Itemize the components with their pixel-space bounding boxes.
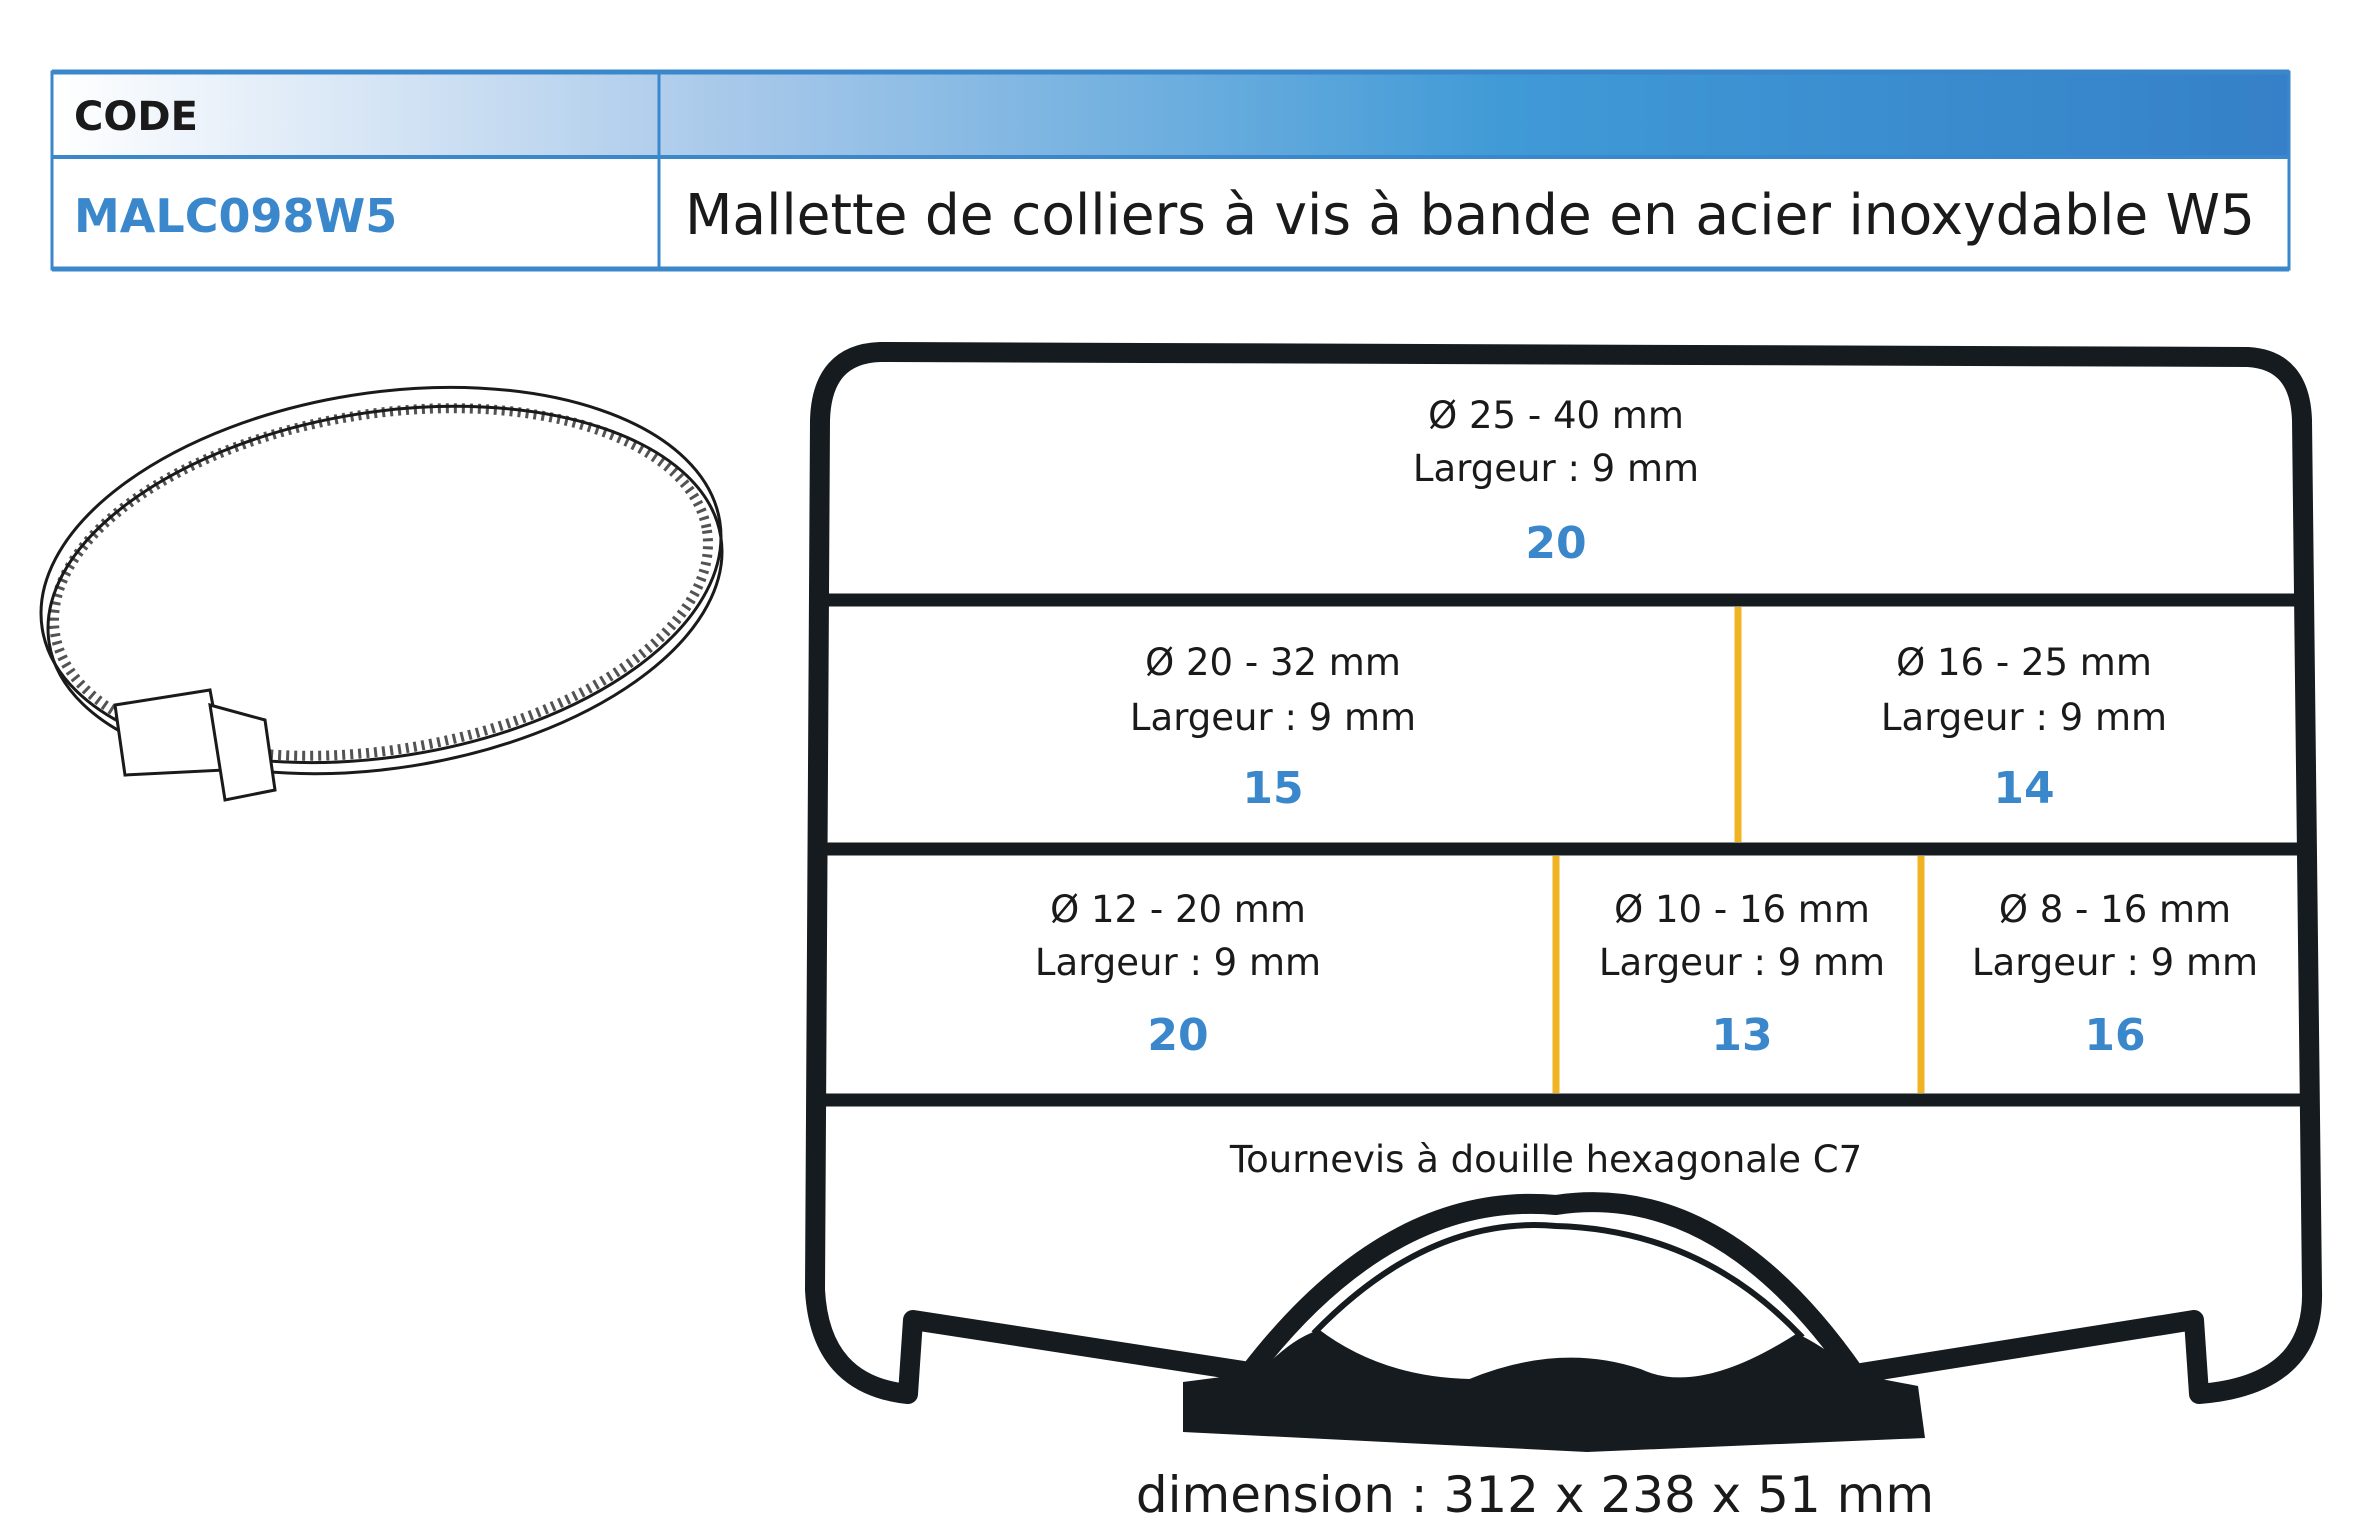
code-header-label: CODE (74, 94, 198, 140)
compartment-1: Ø 25 - 40 mm Largeur : 9 mm 20 (1413, 394, 1699, 569)
compartment-quantity: 14 (1993, 763, 2054, 814)
table-header-row (52, 72, 2289, 157)
compartment-quantity: 13 (1711, 1010, 1772, 1061)
compartment-quantity: 20 (1147, 1010, 1208, 1061)
compartment-diameter: Ø 10 - 16 mm (1614, 888, 1870, 931)
compartment-diameter: Ø 12 - 20 mm (1050, 888, 1306, 931)
compartment-2: Ø 20 - 32 mm Largeur : 9 mm 15 (1130, 641, 1416, 814)
hose-clamp-image (39, 385, 724, 802)
product-description: Mallette de colliers à vis à bande en ac… (685, 183, 2255, 248)
case-diagram (805, 342, 2323, 1452)
compartment-width: Largeur : 9 mm (1599, 941, 1885, 984)
tool-label: Tournevis à douille hexagonale C7 (1229, 1138, 1862, 1181)
code-table: CODE MALC098W5 Mallette de colliers à vi… (50, 69, 2291, 272)
compartment-width: Largeur : 9 mm (1035, 941, 1321, 984)
compartment-6: Ø 8 - 16 mm Largeur : 9 mm 16 (1972, 888, 2258, 1061)
compartment-width: Largeur : 9 mm (1881, 696, 2167, 739)
compartment-width: Largeur : 9 mm (1130, 696, 1416, 739)
compartment-diameter: Ø 8 - 16 mm (1999, 888, 2231, 931)
compartment-diameter: Ø 20 - 32 mm (1145, 641, 1401, 684)
compartment-4: Ø 12 - 20 mm Largeur : 9 mm 20 (1035, 888, 1321, 1061)
compartment-quantity: 20 (1525, 518, 1586, 569)
product-code: MALC098W5 (74, 189, 397, 243)
compartment-diameter: Ø 16 - 25 mm (1896, 641, 2152, 684)
compartment-diameter: Ø 25 - 40 mm (1428, 394, 1684, 437)
compartment-width: Largeur : 9 mm (1972, 941, 2258, 984)
compartment-3: Ø 16 - 25 mm Largeur : 9 mm 14 (1881, 641, 2167, 814)
compartment-5: Ø 10 - 16 mm Largeur : 9 mm 13 (1599, 888, 1885, 1061)
compartment-quantity: 15 (1242, 763, 1303, 814)
compartment-quantity: 16 (2084, 1010, 2145, 1061)
case-dimension: dimension : 312 x 238 x 51 mm (1136, 1466, 1934, 1522)
compartment-width: Largeur : 9 mm (1413, 447, 1699, 490)
